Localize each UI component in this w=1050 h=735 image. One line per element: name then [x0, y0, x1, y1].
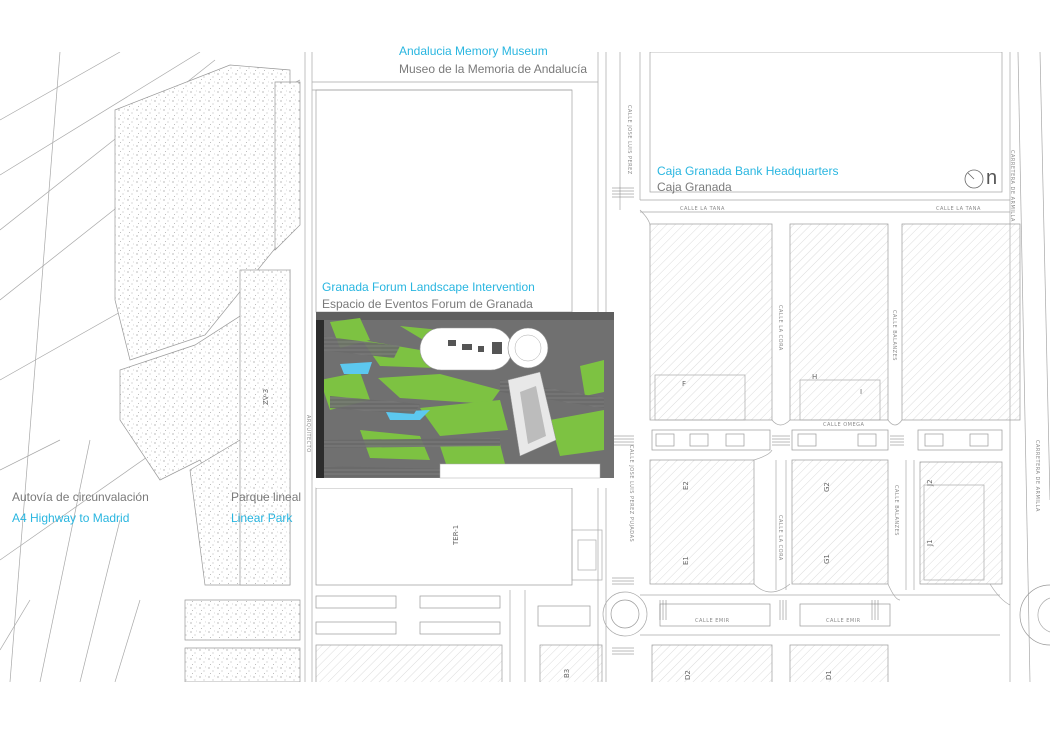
block-label: D2	[684, 670, 692, 680]
block-label: ZV-3	[262, 388, 270, 405]
forum-label-es: Espacio de Eventos Forum de Granada	[322, 297, 533, 311]
street-label: CALLE BALANZES	[891, 310, 897, 361]
caja-granada-site	[649, 52, 1003, 193]
street-label: CARRETERA DE ARMILLA	[1009, 150, 1015, 222]
block-label: E1	[682, 556, 690, 565]
block-label: D1	[825, 670, 833, 680]
street-label: CALLE LA CORA	[777, 515, 783, 561]
street-label: CALLE JOSE LUIS PEREZ	[626, 105, 632, 175]
block-label: G2	[823, 482, 831, 492]
museum-label-en: Andalucia Memory Museum	[399, 44, 548, 58]
block-label: J2	[926, 479, 934, 486]
park-label-es: Parque lineal	[231, 490, 302, 504]
block-label: I	[860, 388, 863, 396]
block-label: TER-1	[452, 524, 460, 545]
bank-label-en: Caja Granada Bank Headquarters	[657, 164, 839, 178]
museum-site	[315, 89, 573, 313]
north-arrow-icon	[964, 169, 984, 189]
park-strip	[239, 269, 291, 586]
parking-strips	[315, 429, 1003, 635]
block-label: B3	[563, 668, 571, 678]
north-label: n	[986, 167, 998, 189]
block-label: F	[682, 380, 687, 388]
street-label: CALLE EMIR	[826, 618, 861, 624]
park-label-en: Linear Park	[231, 511, 293, 525]
hatched-blocks	[315, 223, 1021, 682]
museum-label-es: Museo de la Memoria de Andalucía	[399, 62, 588, 76]
street-label: CALLE LA CORA	[777, 305, 783, 351]
block-label: J1	[926, 539, 934, 546]
street-label: CALLE LA TANA	[936, 206, 981, 212]
street-label: CALLE JOSE LUIS PEREZ PUJADAS	[628, 445, 634, 543]
street-label: ARQUITECTO	[305, 415, 311, 453]
highway-label-es: Autovía de circunvalación	[12, 490, 149, 504]
street-outlines	[509, 209, 1011, 682]
bank-label-es: Caja Granada	[657, 180, 732, 194]
highway-label-en: A4 Highway to Madrid	[12, 511, 130, 525]
zebra-crossings	[612, 187, 904, 655]
street-label: CARRETERA DE ARMILLA	[1034, 440, 1040, 512]
roundabout-center	[610, 599, 640, 629]
block-label: E2	[682, 481, 690, 490]
ter-1-site	[315, 487, 573, 586]
building-footprints	[654, 374, 985, 581]
roundabout-right	[1019, 584, 1050, 646]
forum-label-en: Granada Forum Landscape Intervention	[322, 280, 535, 294]
highway-lines	[0, 52, 301, 682]
block-label: H	[812, 373, 818, 381]
forum-landscape-plan	[316, 312, 614, 488]
street-label: CALLE BALANZES	[893, 485, 899, 536]
street-label: CALLE EMIR	[695, 618, 730, 624]
street-label: CALLE LA TANA	[680, 206, 725, 212]
block-label: G1	[823, 554, 831, 564]
street-label: CALLE OMEGA	[823, 422, 865, 428]
